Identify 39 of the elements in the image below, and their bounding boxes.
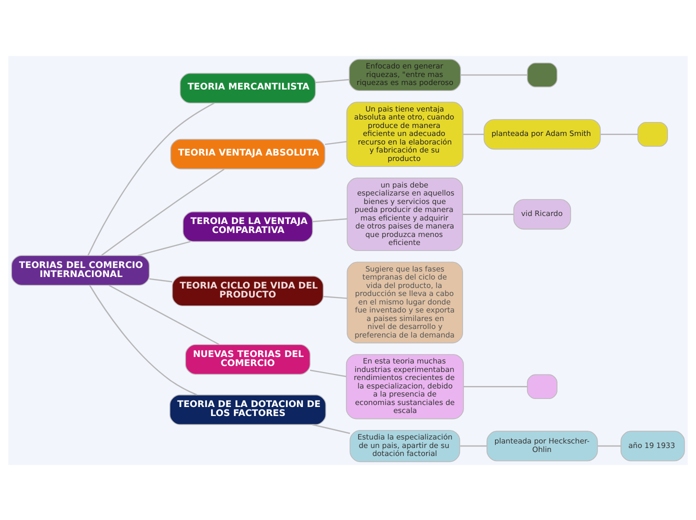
connector: [462, 213, 514, 214]
connector: [108, 284, 220, 345]
node-box: [637, 121, 668, 146]
connector: [324, 140, 347, 145]
connector: [460, 74, 528, 76]
node-box: TEROIA DE LA VENTAJA COMPARATIVA: [182, 210, 313, 242]
connector: [87, 102, 215, 256]
connector: [101, 168, 225, 256]
connector: [464, 386, 528, 387]
node-box: [526, 374, 558, 399]
node-box: TEORIA MERCANTILISTA: [180, 72, 316, 103]
connector: [323, 295, 348, 298]
connector: [463, 133, 484, 134]
node-box: TEORIAS DEL COMERCIO INTERNACIONAL: [11, 254, 150, 286]
connector: [89, 284, 198, 395]
node-box: TEORIA CICLO DE VIDA DEL PRODUCTO: [172, 275, 324, 306]
node-box: vid Ricardo: [513, 198, 572, 230]
connector: [312, 218, 348, 222]
node-box: Sugiere que las fases tempranas del ciclo de vida del producto, la producción se lleva a cabo en el mismo lugar donde fue inventado y se exporta a paises similares en nivel de desarrollo y preferencia de la demanda: [346, 261, 464, 343]
node-box: TEORIA VENTAJA ABSOLUTA: [170, 138, 326, 169]
node-box: [526, 62, 558, 87]
connector: [598, 444, 621, 446]
connector: [310, 369, 346, 377]
connector: [312, 424, 350, 434]
connector: [315, 78, 350, 83]
connector: [137, 240, 191, 256]
node-box: un pais debe especializarse en aquellos bienes y servicios que pueda producir de manera mas eficiente y adquirir de otros paises de manera que produzca menos eficiente: [346, 177, 464, 251]
node-box: planteada por Heckscher-Ohlin: [486, 430, 598, 461]
node-box: En esta teoria muchas industrias experimentaban rendimientos crecientes de la especializacion, debido a la presencia de economias sustanciales de escala: [346, 354, 464, 419]
node-box: año 19 1933: [620, 430, 685, 461]
node-box: planteada por Adam Smith: [484, 118, 601, 150]
node-box: Un pais tiene ventaja absoluta ante otro, cuando produce de manera eficiente un adecuado recurso en la elaboración y fabricación de su producto: [346, 101, 464, 166]
node-box: NUEVAS TEORIAS DEL COMERCIO: [185, 344, 310, 374]
node-box: Enfocado en generar riquezas, "entre mas riquezas es mas poderoso: [348, 58, 461, 91]
node-box: TEORIA DE LA DOTACION DE LOS FACTORES: [169, 394, 326, 424]
node-box: Estudia la especialización de un pais, apartir de su dotación factorial: [350, 429, 460, 462]
connector: [149, 278, 172, 282]
connector: [460, 444, 487, 446]
connector: [600, 133, 638, 134]
